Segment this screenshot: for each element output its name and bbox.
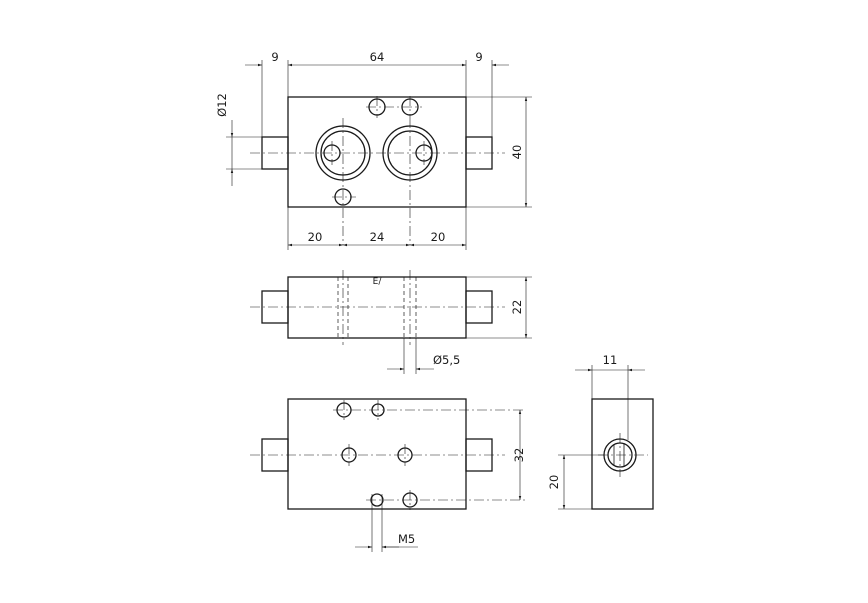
dim-top-right: 9 xyxy=(475,50,482,64)
dim-side-height: 20 xyxy=(547,475,561,490)
side-view: 11 20 xyxy=(547,353,654,510)
dim-thread: M5 xyxy=(398,532,415,546)
dim-bottom-right: 20 xyxy=(431,230,446,244)
dim-top-height: 40 xyxy=(510,145,524,160)
top-view-right-bore-outer xyxy=(382,125,438,181)
top-view-body xyxy=(287,96,467,208)
dim-hole-diameter: Ø5,5 xyxy=(433,353,460,367)
side-view-body xyxy=(591,398,654,510)
dim-lower-height: 32 xyxy=(512,448,526,463)
dim-bottom-middle: 24 xyxy=(370,230,385,244)
dim-top-left: 9 xyxy=(271,50,278,64)
bottom-view: 32 M5 xyxy=(250,398,526,552)
dim-bottom-left: 20 xyxy=(308,230,323,244)
front-view: E/ 22 Ø5,5 xyxy=(250,270,532,374)
dim-top-width: 64 xyxy=(370,50,385,64)
dim-side-width: 11 xyxy=(603,353,618,367)
top-view: 9 64 9 Ø12 40 20 24 20 xyxy=(215,50,532,250)
port-label: E/ xyxy=(373,277,383,287)
dim-spigot-diameter: Ø12 xyxy=(215,93,229,117)
dim-mid-height: 22 xyxy=(510,300,524,315)
